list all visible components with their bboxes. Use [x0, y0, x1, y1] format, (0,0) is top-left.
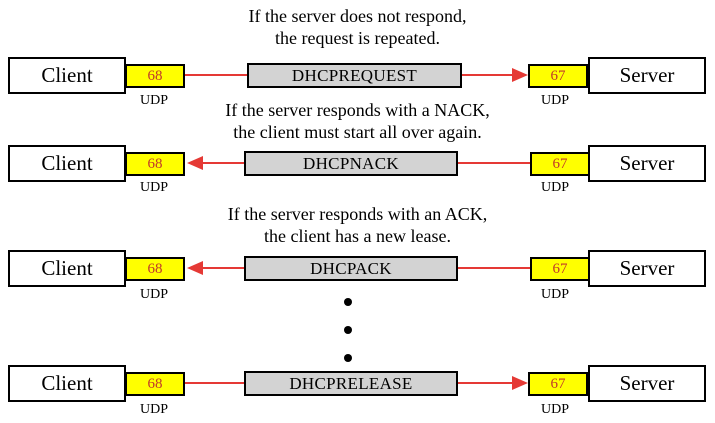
row2-arrowhead [187, 156, 203, 170]
message-dhcprelease: DHCPRELEASE [244, 371, 458, 396]
server-udp-label: UDP [541, 287, 570, 302]
server-port: 67 [530, 152, 590, 176]
client-box: Client [8, 145, 126, 182]
row3-arrowhead [187, 261, 203, 275]
server-box: Server [588, 145, 706, 182]
message-dhcpnack: DHCPNACK [244, 151, 458, 176]
client-box: Client [8, 365, 126, 402]
server-box: Server [588, 365, 706, 402]
note-nack-line-2: the client must start all over again. [233, 122, 482, 142]
client-udp-label: UDP [140, 287, 169, 302]
client-port: 68 [125, 152, 185, 176]
server-box: Server [588, 250, 706, 287]
server-udp-label: UDP [541, 93, 570, 108]
client-udp-label: UDP [140, 402, 169, 417]
server-port: 67 [530, 257, 590, 281]
client-port: 68 [125, 257, 185, 281]
row1-arrowhead [512, 68, 528, 82]
server-port: 67 [528, 64, 588, 88]
client-box: Client [8, 250, 126, 287]
server-udp-label: UDP [541, 402, 570, 417]
note-ack-line-2: the client has a new lease. [264, 226, 451, 246]
server-udp-label: UDP [541, 180, 570, 195]
continuation-dot-2 [344, 326, 352, 334]
note-nack-line-1: If the server responds with a NACK, [225, 100, 490, 120]
message-dhcprequest: DHCPREQUEST [247, 63, 462, 88]
server-port: 67 [528, 372, 588, 396]
server-box: Server [588, 57, 706, 94]
row4-arrowhead [512, 376, 528, 390]
continuation-dot-1 [344, 298, 352, 306]
client-udp-label: UDP [140, 93, 169, 108]
client-port: 68 [125, 372, 185, 396]
note-request-line-2: the request is repeated. [275, 28, 440, 48]
client-udp-label: UDP [140, 180, 169, 195]
note-request-line-1: If the server does not respond, [248, 6, 467, 26]
client-port: 68 [125, 64, 185, 88]
continuation-dot-3 [344, 354, 352, 362]
client-box: Client [8, 57, 126, 94]
message-dhcpack: DHCPACK [244, 256, 458, 281]
note-ack-line-1: If the server responds with an ACK, [227, 204, 488, 224]
